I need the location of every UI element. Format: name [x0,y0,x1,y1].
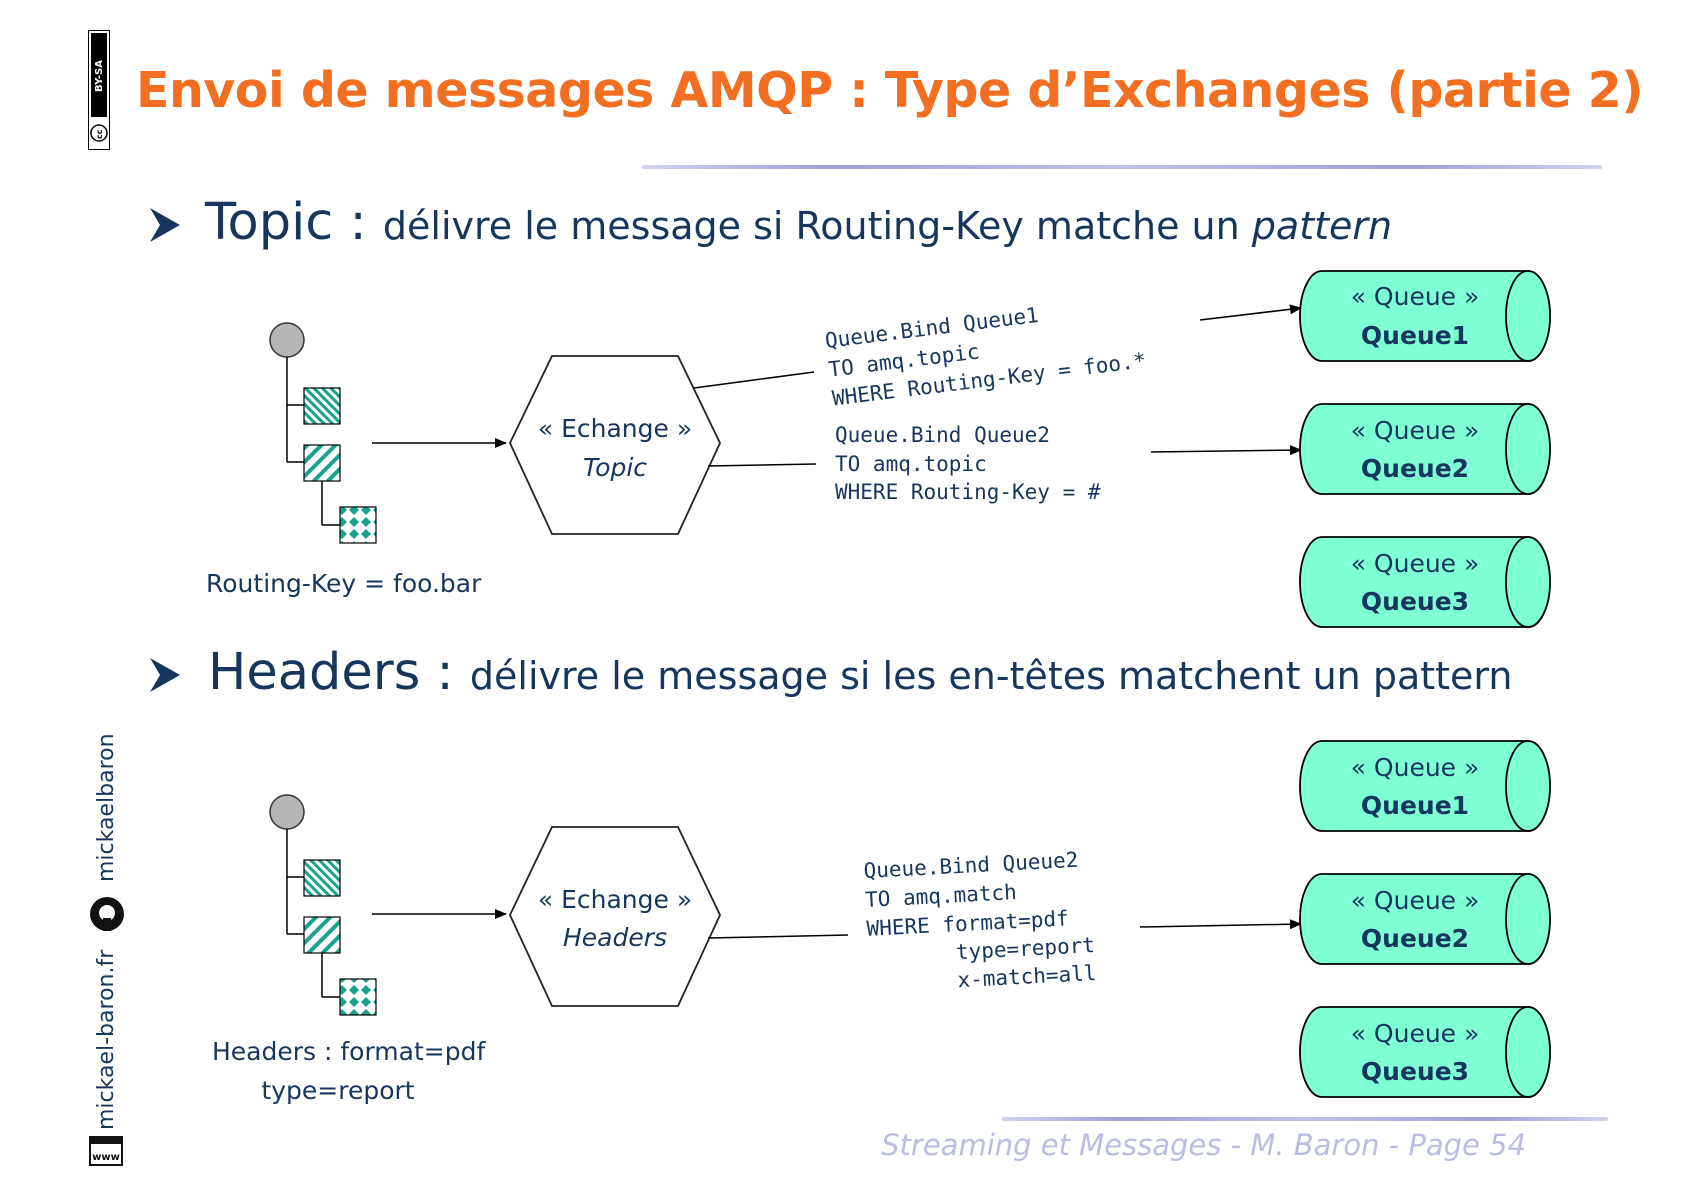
bullet-arrow-icon [150,208,180,242]
message-part-icon [303,387,341,425]
side-github-label: mickaelbaron [94,733,119,882]
bullet-arrow-icon [150,658,180,692]
queue-stereotype: « Queue » [1351,753,1480,782]
topic-bind2-code: Queue.Bind Queue2 TO amq.topic WHERE Rou… [835,423,1101,504]
queue-stereotype: « Queue » [1351,1019,1480,1048]
queue-name: Queue2 [1361,924,1469,953]
svg-text:cc: cc [95,129,104,139]
headers-queue-3: « Queue » Queue3 [1299,1006,1551,1098]
code-line: Queue.Bind Queue2 [835,423,1050,447]
message-part-icon [303,916,341,954]
slide-title: Envoi de messages AMQP : Type d’Exchange… [136,62,1644,119]
topic-queue-1: « Queue » Queue1 [1299,270,1551,362]
message-part-icon [303,859,341,897]
topic-queue-2: « Queue » Queue2 [1299,403,1551,495]
queue-name: Queue3 [1361,1057,1469,1086]
queue-name: Queue1 [1361,321,1469,350]
headers-bullet-key: Headers [208,643,421,702]
headers-message-tree [269,794,377,1016]
topic-bullet-em: pattern [1251,204,1393,248]
headers-message-label-1: Headers : format=pdf [212,1037,486,1066]
code-line: WHERE Routing-Key = # [835,480,1101,504]
queue-stereotype: « Queue » [1351,282,1480,311]
topic-exchange: « Echange » Topic [509,355,721,535]
title-divider [642,165,1602,169]
headers-bullet-desc: délivre le message si les en-têtes match… [469,654,1513,698]
message-part-icon [339,978,377,1016]
topic-message-tree [269,322,377,544]
web-icon: www [89,1136,123,1166]
side-url-label: mickael-baron.fr [94,949,119,1130]
headers-exchange-stereotype: « Echange » [538,885,692,914]
message-part-icon [339,506,377,544]
queue-stereotype: « Queue » [1351,549,1480,578]
headers-bullet-sep: : [420,643,470,702]
topic-exchange-name: Topic [583,453,647,482]
topic-queue-3: « Queue » Queue3 [1299,536,1551,628]
svg-text:www: www [92,1152,120,1163]
topic-bullet: Topic : délivre le message si Routing-Ke… [205,193,1392,252]
code-line: TO amq.match [865,880,1018,912]
queue-name: Queue1 [1361,791,1469,820]
cc-license-icon: BY-SA cc [88,30,110,150]
topic-bind1-code: Queue.Bind Queue1 TO amq.topic WHERE Rou… [824,303,1148,411]
headers-bullet: Headers : délivre le message si les en-t… [208,643,1512,702]
topic-bullet-desc: délivre le message si Routing-Key matche… [382,204,1252,248]
slide-footer: Streaming et Messages - M. Baron - Page … [881,1128,1526,1162]
message-root-icon [269,322,305,358]
queue-stereotype: « Queue » [1351,886,1480,915]
topic-bullet-sep: : [333,193,383,252]
code-line: TO amq.topic [835,452,987,476]
message-root-icon [269,794,305,830]
queue-name: Queue2 [1361,454,1469,483]
cc-license-badge: BY-SA cc [88,30,110,150]
queue-stereotype: « Queue » [1351,416,1480,445]
headers-message-label-2: type=report [261,1076,414,1105]
headers-exchange-name: Headers [563,923,667,952]
topic-bullet-key: Topic [205,193,334,252]
message-part-icon [303,444,341,482]
queue-name: Queue3 [1361,587,1469,616]
headers-exchange: « Echange » Headers [509,826,721,1007]
topic-message-label: Routing-Key = foo.bar [206,569,482,598]
license-badge-text: BY-SA [94,60,105,92]
code-line: type=report [955,933,1095,964]
github-icon [90,897,124,931]
headers-queue-2: « Queue » Queue2 [1299,873,1551,965]
headers-bind-code: Queue.Bind Queue2 TO amq.match WHERE for… [863,848,1097,992]
code-line: Queue.Bind Queue2 [863,848,1079,883]
headers-queue-1: « Queue » Queue1 [1299,740,1551,832]
code-line: x-match=all [957,961,1097,992]
topic-exchange-stereotype: « Echange » [538,414,692,443]
footer-divider [1002,1117,1608,1121]
